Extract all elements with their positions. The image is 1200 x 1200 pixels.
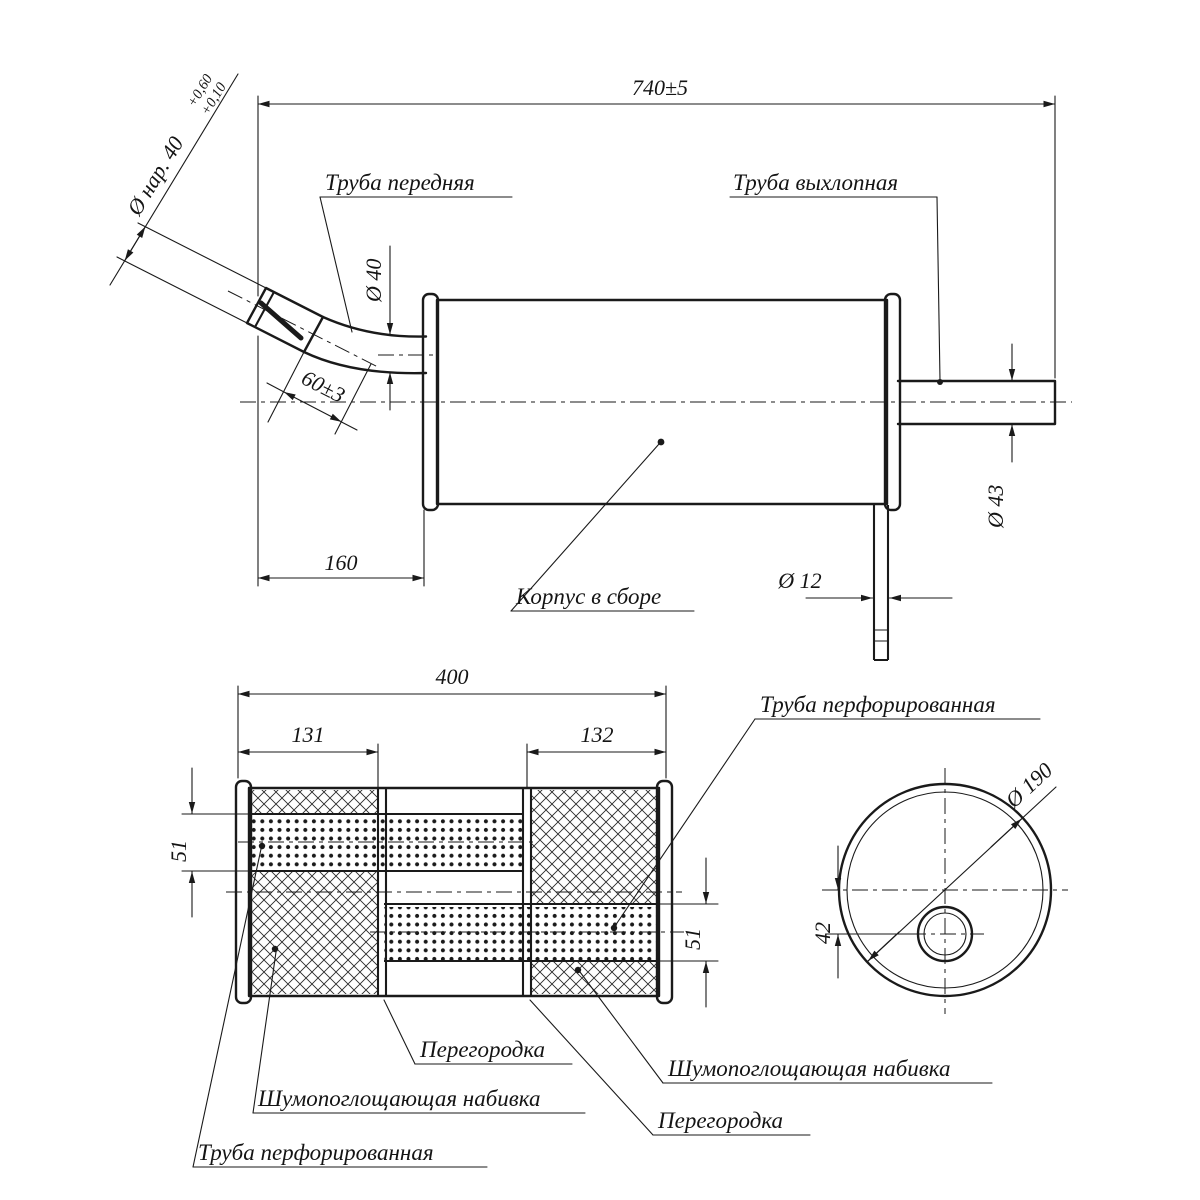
- leader-body-assembly: Корпус в сборе: [510, 438, 695, 612]
- dimension-pipe-offset: 42: [810, 845, 915, 979]
- leader-baffle-right: Перегородка: [529, 999, 811, 1136]
- dimension-pipe-diameter-right: 51: [659, 857, 719, 1008]
- end-view: Ø 190 42: [810, 757, 1068, 1014]
- label-perforated-pipe-bottom: Труба перфорированная: [198, 1140, 434, 1165]
- perforated-pipe-walls: [251, 812, 658, 963]
- leader-perforated-pipe-bottom: Труба перфорированная: [192, 842, 488, 1168]
- section-centerlines: [226, 841, 684, 933]
- dim-bend-length: 60±3: [298, 365, 350, 408]
- dimension-right-segment: 132: [526, 722, 667, 789]
- section-view: 400 131 132 51 51: [166, 664, 1041, 1168]
- dim-pipe-diameter-right: 51: [680, 928, 705, 950]
- end-view-centerlines: [822, 768, 1068, 1014]
- dim-overall-length: 740±5: [632, 75, 688, 100]
- leader-baffle-mid: Перегородка: [383, 999, 573, 1065]
- dim-left-segment: 131: [292, 722, 325, 747]
- dim-right-segment: 132: [581, 722, 614, 747]
- label-padding-right: Шумопоглощающая набивка: [667, 1056, 950, 1081]
- dimension-bend-length: 60±3: [266, 351, 372, 435]
- leader-padding-left: Шумопоглощающая набивка: [252, 945, 586, 1114]
- dimension-shell-diameter: Ø 190: [866, 757, 1057, 963]
- dim-rod-diameter: Ø 12: [777, 568, 821, 593]
- top-view: 740±5 Ø нар. 40 +0,60 +0,10 Труба передн…: [109, 71, 1072, 662]
- dimension-front-length: 160: [257, 335, 425, 587]
- dim-pipe-offset: 42: [810, 922, 835, 944]
- label-perforated-pipe-top: Труба перфорированная: [760, 692, 996, 717]
- inlet-pipe: [245, 286, 428, 375]
- dimension-outlet-diameter: Ø 43: [983, 343, 1016, 529]
- dimension-rod-diameter: Ø 12: [777, 568, 953, 602]
- dim-front-length: 160: [325, 550, 358, 575]
- dimension-pipe-diameter-left: 51: [166, 767, 250, 918]
- label-padding-left: Шумопоглощающая набивка: [257, 1086, 540, 1111]
- dimension-outer-pipe-diameter: Ø нар. 40 +0,60 +0,10: [109, 71, 267, 324]
- dimension-section-length: 400: [237, 664, 667, 779]
- label-baffle-mid: Перегородка: [419, 1037, 545, 1062]
- hanger-rod: [872, 505, 890, 662]
- dim-section-length: 400: [436, 664, 469, 689]
- dimension-overall-length: 740±5: [257, 75, 1056, 379]
- padding-hatch-areas: [252, 790, 658, 994]
- dimension-inlet-diameter: Ø 40: [361, 245, 394, 411]
- leader-perforated-pipe-top: Труба перфорированная: [610, 692, 1041, 932]
- dim-pipe-diameter-left: 51: [166, 840, 191, 862]
- dim-inlet-diameter: Ø 40: [361, 259, 386, 303]
- top-view-centerlines: [227, 290, 1072, 403]
- exhaust-pipe: [896, 379, 1057, 426]
- leader-exhaust-pipe: Труба выхлопная: [729, 170, 943, 385]
- body-outline: [421, 292, 902, 512]
- label-exhaust-pipe: Труба выхлопная: [733, 170, 898, 195]
- dim-outlet-diameter: Ø 43: [983, 485, 1008, 529]
- leader-padding-right: Шумопоглощающая набивка: [574, 966, 993, 1084]
- label-baffle-right: Перегородка: [657, 1108, 783, 1133]
- dim-outer-pipe-diameter: Ø нар. 40: [121, 132, 188, 220]
- label-front-pipe: Труба передняя: [325, 170, 475, 195]
- leader-front-pipe: Труба передняя: [319, 170, 513, 333]
- label-body-assembly: Корпус в сборе: [515, 584, 661, 609]
- dimension-left-segment: 131: [237, 722, 379, 789]
